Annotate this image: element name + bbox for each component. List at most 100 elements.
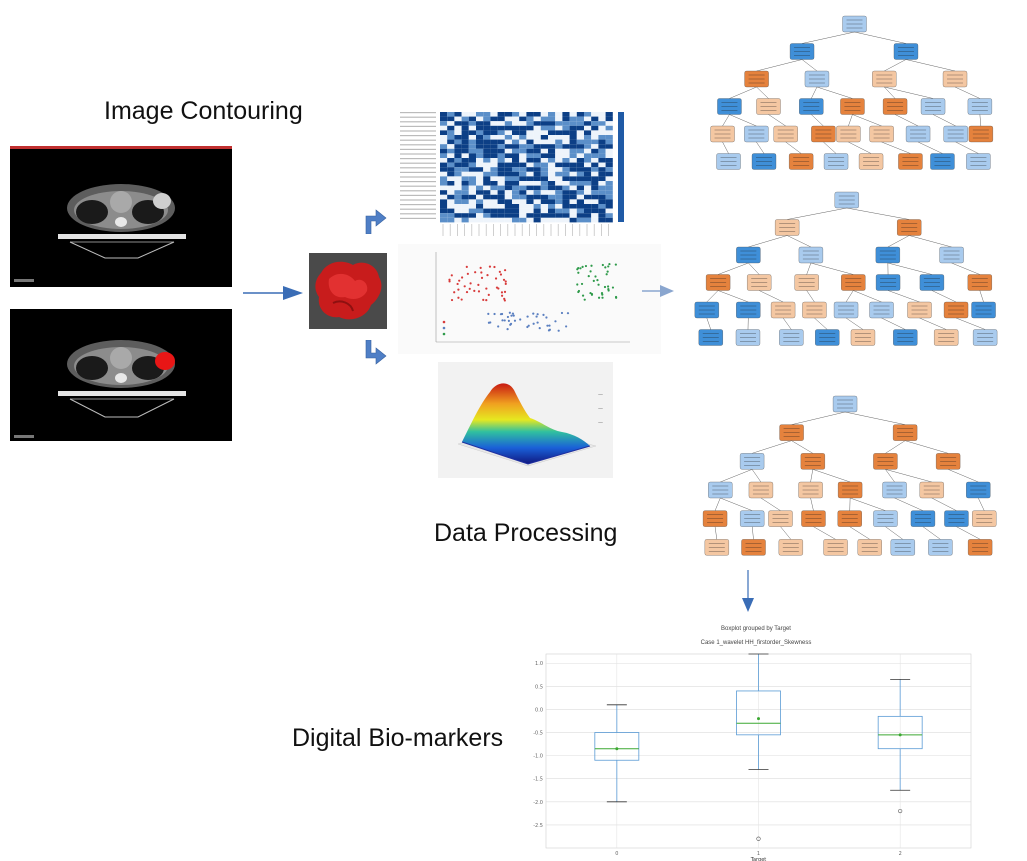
heatmap-cell bbox=[598, 144, 606, 149]
heatmap-cell bbox=[584, 194, 592, 200]
surface-chart: — — — bbox=[457, 383, 603, 467]
heatmap-cell bbox=[548, 162, 556, 168]
boxplot-mean bbox=[615, 747, 619, 751]
heatmap-cell bbox=[533, 121, 541, 126]
heatmap-cell bbox=[598, 213, 606, 218]
heatmap-cell bbox=[569, 171, 577, 177]
heatmap-cell bbox=[584, 176, 592, 181]
tree-edge bbox=[845, 411, 906, 425]
tree-edge bbox=[806, 290, 815, 303]
scatter-point bbox=[532, 312, 535, 315]
heatmap-cell bbox=[576, 181, 584, 186]
heatmap-cell bbox=[497, 121, 505, 126]
heatmap-cell bbox=[526, 162, 534, 168]
heatmap-cell bbox=[576, 139, 584, 145]
heatmap-cell bbox=[605, 112, 613, 117]
heatmap-cell bbox=[490, 144, 498, 149]
heatmap-cell bbox=[454, 139, 462, 145]
scatter-point bbox=[566, 312, 570, 315]
heatmap-cell bbox=[569, 116, 577, 122]
heatmap-cell bbox=[576, 153, 584, 158]
pca-scatter-plot bbox=[398, 244, 661, 354]
tree-edge bbox=[748, 262, 760, 275]
scatter-point bbox=[577, 289, 581, 293]
heatmap-cell bbox=[576, 144, 584, 149]
boxplot-outlier bbox=[756, 836, 761, 841]
heatmap-cell bbox=[468, 167, 476, 172]
heatmap-cell bbox=[540, 162, 548, 168]
heatmap-cell bbox=[562, 217, 570, 223]
heatmap-cell bbox=[562, 148, 570, 154]
heatmap-cell bbox=[504, 144, 512, 149]
scatter-point bbox=[579, 267, 582, 270]
scatter-point bbox=[468, 287, 471, 290]
scatter-point bbox=[509, 322, 513, 325]
heatmap-cell bbox=[483, 121, 491, 126]
heatmap-row-label bbox=[400, 213, 436, 215]
scatter-point bbox=[511, 312, 515, 315]
heatmap-cell bbox=[548, 135, 556, 140]
heatmap-cell bbox=[584, 213, 592, 218]
scatter-point bbox=[448, 278, 451, 281]
heatmap-cell bbox=[576, 130, 584, 135]
heatmap-cell bbox=[584, 199, 592, 204]
tree-edge bbox=[720, 497, 753, 511]
heatmap-cell bbox=[576, 204, 584, 209]
scatter-point bbox=[594, 275, 597, 278]
heatmap-cell bbox=[440, 217, 448, 223]
tree-edge bbox=[922, 526, 941, 540]
decision-tree-1 bbox=[688, 12, 1018, 177]
tree-edge bbox=[806, 262, 812, 275]
heatmap-cell bbox=[483, 213, 491, 218]
heatmap-cell bbox=[540, 217, 548, 223]
heatmap-cell bbox=[548, 181, 556, 186]
heatmap-cell bbox=[497, 171, 505, 177]
tree-edge bbox=[979, 114, 982, 127]
tree-edge bbox=[787, 207, 847, 220]
heatmap-cell bbox=[569, 148, 577, 154]
heatmap-cell bbox=[512, 208, 520, 214]
heatmap-cell bbox=[512, 217, 520, 223]
tree-edge bbox=[768, 114, 786, 127]
heatmap-cell bbox=[605, 135, 613, 140]
scatter-point bbox=[589, 270, 592, 273]
tree-edge bbox=[729, 114, 757, 127]
tree-edge bbox=[948, 469, 979, 483]
heatmap-cell bbox=[591, 171, 599, 177]
heatmap-cell bbox=[584, 185, 592, 191]
heatmap-cell bbox=[476, 148, 484, 154]
scatter-point bbox=[487, 321, 491, 324]
scatter-point bbox=[607, 265, 610, 268]
heatmap-row-label bbox=[400, 153, 436, 155]
heatmap-cell bbox=[555, 194, 563, 200]
heatmap-cell bbox=[483, 112, 491, 117]
scatter-point bbox=[603, 285, 607, 289]
heatmap-row-label bbox=[400, 158, 436, 160]
heatmap-cell bbox=[548, 167, 556, 172]
heatmap-cell bbox=[476, 139, 484, 145]
heatmap-cell bbox=[540, 158, 548, 163]
heatmap-cell bbox=[576, 194, 584, 200]
tree-edge bbox=[887, 262, 932, 275]
heatmap-cell bbox=[490, 135, 498, 140]
heatmap-cell bbox=[476, 125, 484, 131]
decision-tree-2-graph bbox=[694, 191, 998, 346]
heatmap-cell bbox=[548, 125, 556, 131]
heatmap-row-label bbox=[400, 194, 436, 196]
heatmap-cell bbox=[598, 217, 606, 223]
heatmap-cell bbox=[576, 158, 584, 163]
boxplot-ytick-label: -1.5 bbox=[533, 777, 543, 783]
heatmap-cell bbox=[533, 199, 541, 204]
heatmap-cell bbox=[519, 148, 527, 154]
heatmap-cell bbox=[526, 135, 534, 140]
heatmap-cell bbox=[440, 158, 448, 163]
heatmap-cell bbox=[591, 139, 599, 145]
heatmap-cell bbox=[483, 162, 491, 168]
heatmap-cell bbox=[540, 139, 548, 145]
heatmap-cell bbox=[483, 148, 491, 154]
boxplot-xtick-label: 2 bbox=[899, 851, 902, 857]
heatmap-cell bbox=[504, 171, 512, 177]
heatmap-cell bbox=[569, 121, 577, 126]
heatmap-cell bbox=[555, 167, 563, 172]
scatter-point bbox=[557, 329, 560, 332]
